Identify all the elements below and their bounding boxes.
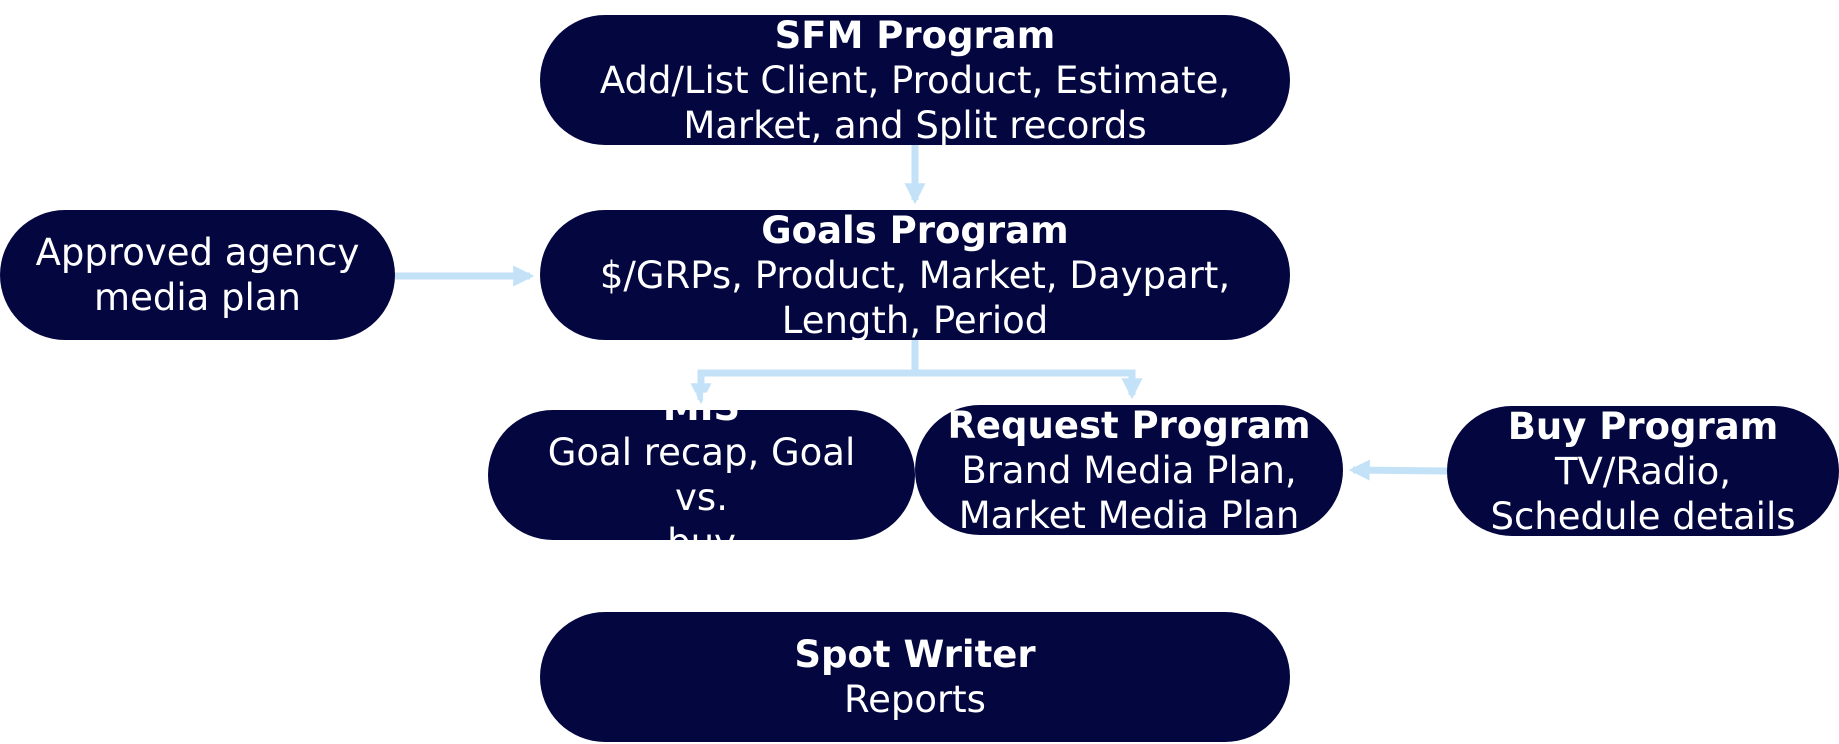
node-buy-program: Buy Program TV/Radio, Schedule details — [1447, 404, 1839, 538]
node-title: MIS — [662, 386, 741, 429]
node-text-line: Goal recap, Goal vs. — [547, 431, 856, 519]
node-sfm-program: SFM Program Add/List Client, Product, Es… — [540, 13, 1290, 147]
node-text-line: Approved agency — [35, 231, 360, 274]
node-mis: MIS Goal recap, Goal vs. buy — [488, 386, 915, 564]
node-text-line: Schedule details — [1490, 494, 1796, 538]
node-text-line: Brand Media Plan, — [961, 448, 1297, 492]
node-text-line: Add/List Client, Product, Estimate, — [599, 58, 1231, 102]
node-title: SFM Program — [774, 13, 1056, 57]
node-text-line: media plan — [94, 276, 301, 319]
node-request-program: Request Program Brand Media Plan, Market… — [915, 403, 1343, 537]
edge-goals-to-mis — [690, 340, 919, 405]
node-title: Spot Writer — [794, 633, 1036, 676]
edge-goals-to-request — [915, 369, 1143, 400]
node-goals-program: Goals Program $/GRPs, Product, Market, D… — [540, 208, 1290, 342]
node-text-line: Market Media Plan — [958, 493, 1300, 537]
node-text-line: buy — [667, 521, 736, 564]
node-approved-media-plan: Approved agency media plan — [0, 210, 395, 340]
node-text-line: Market, and Split records — [683, 103, 1147, 147]
node-text-line: Reports — [844, 678, 986, 721]
node-text-line: TV/Radio, — [1554, 449, 1732, 493]
edge-buy-to-request — [1348, 459, 1448, 481]
node-title: Buy Program — [1507, 404, 1779, 448]
node-spot-writer: Spot Writer Reports — [540, 612, 1290, 742]
node-text-line: $/GRPs, Product, Market, Daypart, — [599, 253, 1231, 297]
node-title: Goals Program — [761, 208, 1069, 252]
node-title: Request Program — [947, 403, 1311, 447]
node-text-line: Length, Period — [781, 298, 1049, 342]
